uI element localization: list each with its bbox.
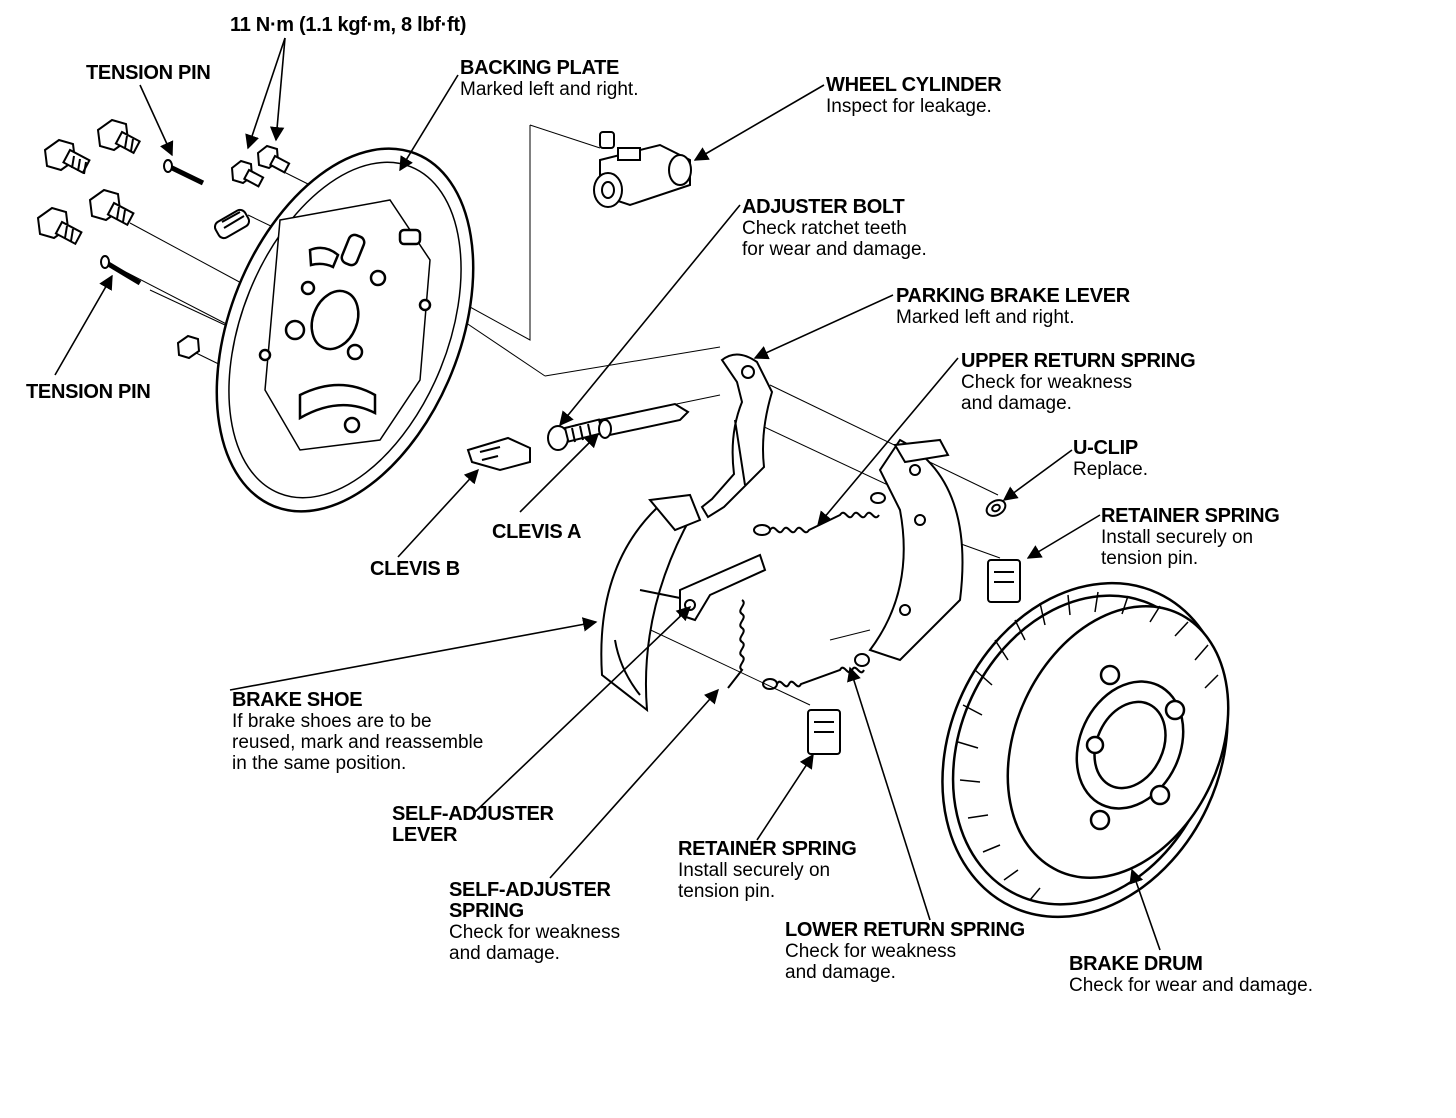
wheel-cylinder-label: WHEEL CYLINDER Inspect for leakage.: [826, 74, 1002, 118]
lower-return-spring-label: LOWER RETURN SPRING Check for weakness a…: [785, 919, 1025, 984]
nut: [176, 334, 201, 360]
brake-shoe-left-part: [600, 493, 702, 713]
bolt-4: [36, 206, 83, 246]
self-adjuster-lever-label: SELF-ADJUSTER LEVER: [392, 803, 554, 846]
retainer-spring-lower-part: [807, 709, 841, 755]
clevis-a-part: [547, 418, 604, 451]
clevis-a-label: CLEVIS A: [492, 521, 582, 543]
parking-brake-lever-label: PARKING BRAKE LEVER Marked left and righ…: [896, 285, 1130, 329]
torque-spec: 11 N·m (1.1 kgf·m, 8 lbf·ft): [230, 14, 467, 36]
brake-shoe-label: BRAKE SHOE If brake shoes are to be reus…: [232, 689, 484, 775]
wheel-cylinder-part: [593, 131, 692, 208]
retainer-spring-right-label: RETAINER SPRING Install securely on tens…: [1101, 505, 1280, 570]
tension-pin-lower-label: TENSION PIN: [26, 381, 151, 403]
bolt-1: [43, 138, 91, 175]
springs: [727, 492, 886, 690]
brake-drum-part: [941, 581, 1230, 919]
tension-pin-lower-part: [100, 255, 142, 286]
mounting-bolts: [36, 118, 291, 360]
cap: [213, 208, 251, 240]
self-adjuster-spring-part: [727, 599, 745, 689]
u-clip-label: U-CLIP Replace.: [1073, 437, 1148, 481]
lower-return-spring-part: [762, 653, 870, 690]
clevis-b-label: CLEVIS B: [370, 558, 460, 580]
retainer-spring-right-part: [987, 559, 1021, 603]
brake-shoe-right-part: [868, 438, 964, 662]
torque-bolt-b: [256, 144, 291, 174]
backing-plate-label: BACKING PLATE Marked left and right.: [460, 57, 639, 101]
bolt-2: [96, 118, 142, 155]
leader-lines: [54, 37, 1161, 951]
bolt-3: [88, 188, 135, 227]
clevis-b-part: [466, 436, 531, 472]
upper-return-spring-part: [753, 492, 886, 536]
backing-plate: [215, 147, 475, 513]
adjuster-bolt-part: [598, 402, 690, 439]
upper-return-spring-label: UPPER RETURN SPRING Check for weakness a…: [961, 350, 1196, 415]
adjuster-bolt-label: ADJUSTER BOLT Check ratchet teeth for we…: [742, 196, 927, 261]
small-parts: [807, 499, 1021, 755]
brake-drum-label: BRAKE DRUM Check for wear and damage.: [1069, 953, 1313, 997]
torque-bolt-a: [230, 159, 265, 188]
tension-pin-upper-label: TENSION PIN: [86, 62, 211, 84]
adjuster-assembly: [466, 402, 690, 472]
tension-pin-upper-part: [163, 159, 205, 186]
parking-brake-lever-part: [700, 353, 774, 519]
self-adjuster-lever-part: [679, 553, 767, 622]
retainer-spring-lower-label: RETAINER SPRING Install securely on tens…: [678, 838, 857, 903]
u-clip-part: [985, 499, 1007, 517]
drum-fins: [957, 591, 1219, 901]
self-adjuster-spring-label: SELF-ADJUSTER SPRING Check for weakness …: [449, 879, 621, 965]
